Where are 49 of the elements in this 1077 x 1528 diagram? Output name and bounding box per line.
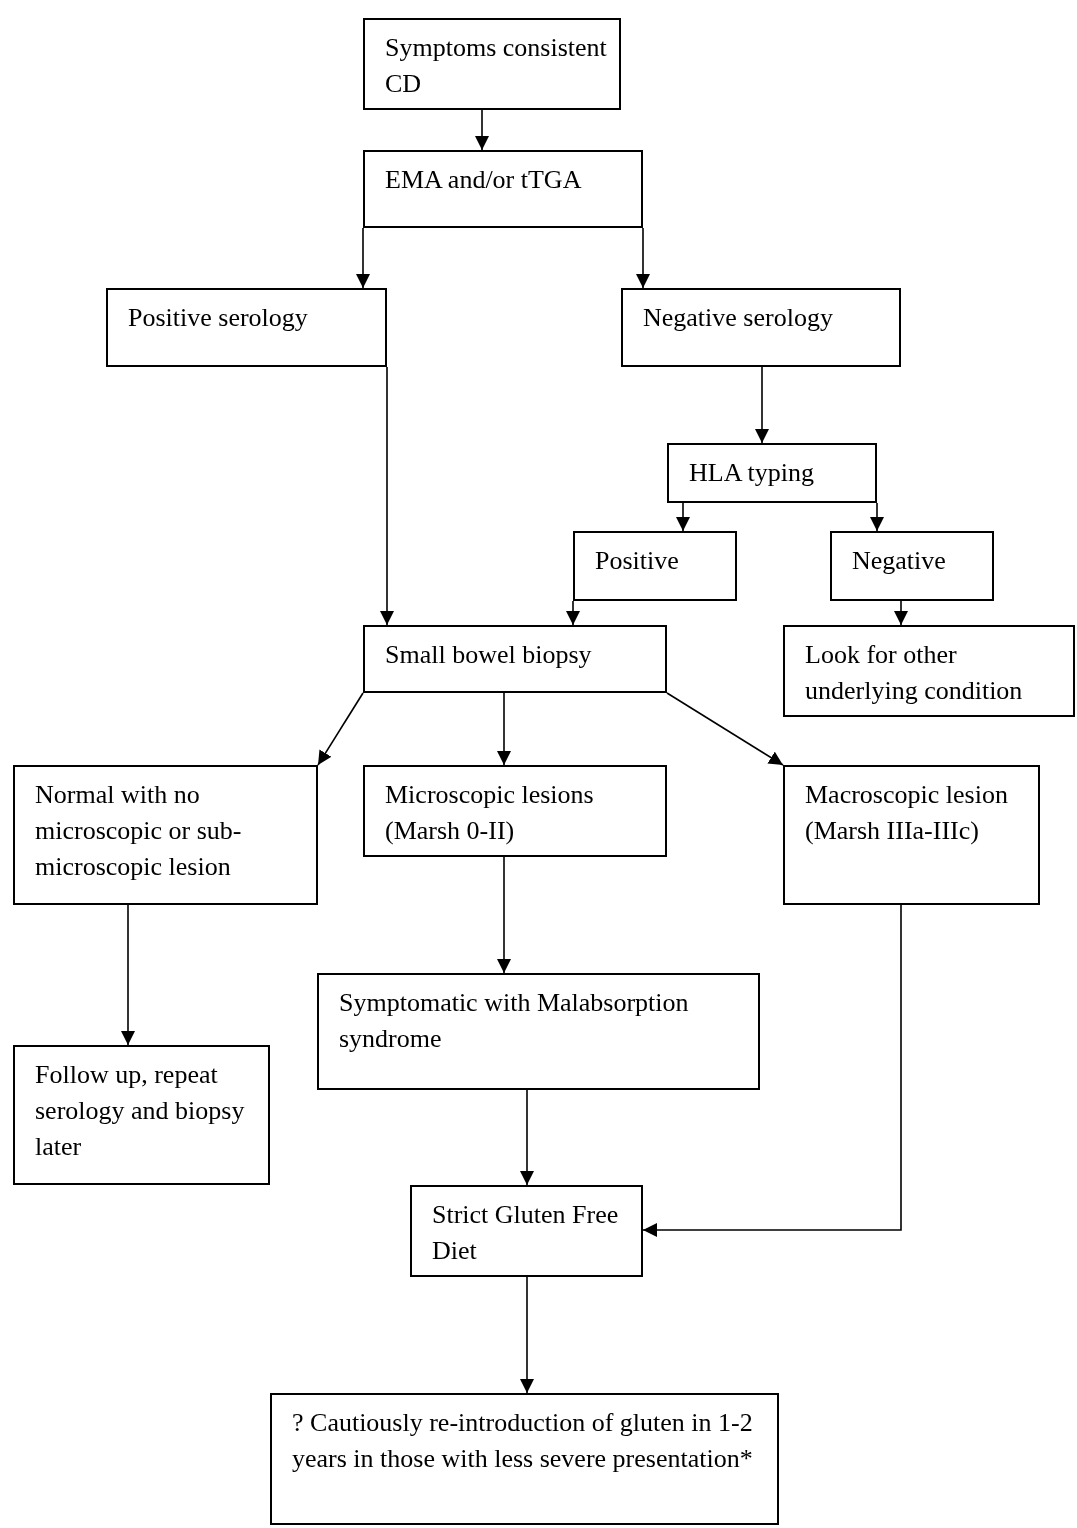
process-box (363, 625, 667, 693)
arrow (520, 1276, 534, 1394)
process-box (13, 765, 318, 905)
box-text: Macroscopic lesion (Marsh IIIa-IIIc) (805, 779, 1009, 847)
process-box (106, 288, 387, 367)
process-box (363, 18, 621, 110)
process-box (667, 443, 877, 503)
box-text: EMA and/or tTGA (385, 164, 583, 196)
arrow (894, 600, 908, 626)
arrow (870, 502, 884, 532)
process-box (13, 1045, 270, 1185)
arrow (566, 600, 580, 626)
box-text: Small bowel biopsy (385, 639, 593, 671)
process-box (573, 531, 737, 601)
arrow (755, 366, 769, 444)
process-box (621, 288, 901, 367)
box-text: ? Cautiously re-introduction of gluten in 1-2 years in those with less severe presentation* (292, 1407, 754, 1475)
arrow (356, 227, 370, 289)
arrow (497, 856, 511, 974)
box-text: Symptomatic with Malabsorption syndrome (339, 987, 690, 1055)
process-box (783, 625, 1075, 717)
box-text: Microscopic lesions (Marsh 0-II) (385, 779, 595, 847)
process-box (783, 765, 1040, 905)
process-box (410, 1185, 643, 1277)
arrow (380, 366, 394, 626)
arrow (666, 692, 784, 766)
process-box (830, 531, 994, 601)
box-text: Follow up, repeat serology and biopsy later (35, 1059, 246, 1163)
box-text: Negative (852, 545, 947, 577)
box-text: Normal with no microscopic or sub-microscopic lesion (35, 779, 243, 883)
box-text: HLA typing (689, 457, 815, 489)
arrow (121, 904, 135, 1046)
arrow (676, 502, 690, 532)
box-text: Positive (595, 545, 680, 577)
box-text: Strict Gluten Free Diet (432, 1199, 620, 1267)
arrow (642, 904, 902, 1237)
arrow (475, 109, 489, 151)
process-box (363, 765, 667, 857)
arrow (317, 692, 364, 766)
process-box (363, 150, 643, 228)
arrow (497, 692, 511, 766)
box-text: Symptoms consistent CD (385, 32, 608, 100)
box-text: Positive serology (128, 302, 309, 334)
box-text: Negative serology (643, 302, 834, 334)
arrow (636, 227, 650, 289)
process-box (317, 973, 760, 1090)
arrow (520, 1089, 534, 1186)
box-text: Look for other underlying condition (805, 639, 1024, 707)
process-box (270, 1393, 779, 1525)
